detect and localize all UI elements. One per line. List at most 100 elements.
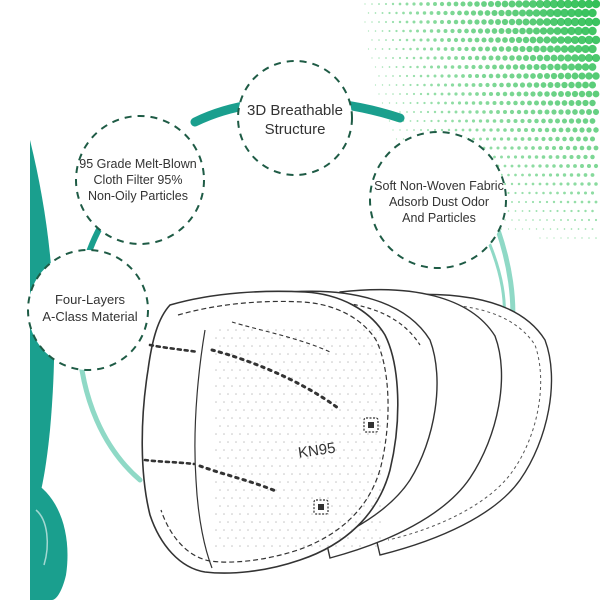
mesh-dot — [331, 345, 333, 347]
mesh-dot — [259, 329, 261, 331]
mesh-dot — [367, 497, 369, 499]
halftone-dot — [451, 119, 454, 123]
mesh-dot — [251, 425, 253, 427]
halftone-dot — [567, 45, 576, 53]
mesh-dot — [251, 329, 253, 331]
mesh-dot — [323, 473, 325, 475]
halftone-dot — [416, 120, 419, 122]
halftone-dot — [564, 54, 572, 62]
mesh-dot — [307, 425, 309, 427]
mesh-dot — [255, 529, 257, 531]
halftone-dot — [541, 118, 546, 124]
mesh-dot — [307, 409, 309, 411]
halftone-dot — [485, 119, 490, 123]
halftone-dot — [549, 0, 559, 9]
halftone-dot — [489, 110, 493, 114]
halftone-dot — [594, 200, 598, 204]
halftone-dot — [562, 173, 567, 177]
mesh-dot — [283, 409, 285, 411]
mesh-dot — [271, 417, 273, 419]
halftone-dot — [556, 0, 566, 9]
mesh-dot — [359, 337, 361, 339]
mesh-dot — [259, 537, 261, 539]
mesh-dot — [287, 433, 289, 435]
halftone-dot — [521, 191, 524, 195]
mesh-dot — [243, 393, 245, 395]
mesh-dot — [339, 489, 341, 491]
mesh-dot — [303, 417, 305, 419]
mesh-dot — [251, 457, 253, 459]
halftone-dot — [515, 0, 523, 8]
mesh-dot — [231, 513, 233, 515]
halftone-dot — [485, 137, 490, 141]
halftone-dot — [561, 63, 568, 71]
halftone-dot — [522, 18, 530, 26]
mesh-dot — [263, 513, 265, 515]
halftone-dot — [399, 93, 401, 95]
halftone-dot — [457, 10, 462, 16]
halftone-dot — [577, 191, 580, 195]
mesh-dot — [255, 369, 257, 371]
halftone-dot — [536, 0, 544, 8]
halftone-dot — [588, 63, 597, 71]
halftone-dot — [409, 47, 412, 51]
mesh-dot — [307, 329, 309, 331]
halftone-dot — [385, 75, 387, 77]
mesh-dot — [359, 513, 361, 515]
mesh-dot — [267, 329, 269, 331]
halftone-dot — [546, 237, 548, 239]
callout-circle-fabric — [369, 131, 507, 269]
mesh-dot — [239, 337, 241, 339]
halftone-dot — [550, 36, 558, 44]
mesh-dot — [311, 449, 313, 451]
halftone-dot — [534, 137, 539, 141]
halftone-dot — [570, 191, 573, 195]
halftone-dot — [567, 237, 569, 239]
mesh-dot — [263, 369, 265, 371]
halftone-dot — [478, 101, 483, 105]
halftone-dot — [524, 182, 528, 186]
halftone-dot — [416, 29, 419, 33]
mesh-dot — [283, 489, 285, 491]
halftone-dot — [557, 36, 565, 44]
mesh-dot — [251, 473, 253, 475]
halftone-dot — [454, 92, 458, 96]
mesh-dot — [287, 385, 289, 387]
halftone-dot — [583, 154, 588, 160]
mesh-dot — [331, 537, 333, 539]
halftone-dot — [454, 56, 458, 60]
mesh-dot — [339, 537, 341, 539]
mesh-dot — [275, 521, 277, 523]
halftone-dot — [563, 209, 566, 213]
halftone-dot — [540, 82, 547, 88]
mesh-dot — [271, 337, 273, 339]
mesh-dot — [371, 409, 373, 411]
mesh-dot — [215, 497, 217, 499]
mesh-dot — [355, 521, 357, 523]
halftone-dot — [493, 155, 496, 159]
halftone-dot — [392, 93, 394, 95]
halftone-dot — [571, 54, 579, 62]
mesh-dot — [315, 425, 317, 427]
halftone-dot — [535, 191, 538, 195]
halftone-dot — [523, 109, 529, 115]
halftone-dot — [405, 56, 409, 60]
halftone-dot — [506, 137, 511, 141]
mesh-dot — [299, 537, 301, 539]
mesh-dot — [303, 497, 305, 499]
halftone-dot — [517, 200, 521, 204]
mesh-dot — [219, 361, 221, 363]
mesh-dot — [243, 377, 245, 379]
mesh-dot — [351, 529, 353, 531]
mesh-dot — [307, 505, 309, 507]
halftone-dot — [399, 129, 401, 131]
halftone-dot — [423, 101, 426, 105]
halftone-dot — [402, 102, 405, 104]
mesh-dot — [371, 489, 373, 491]
mesh-dot — [291, 521, 293, 523]
mesh-dot — [235, 457, 237, 459]
mesh-dot — [363, 377, 365, 379]
mesh-dot — [259, 505, 261, 507]
halftone-dot — [559, 200, 563, 204]
halftone-dot — [477, 28, 484, 34]
